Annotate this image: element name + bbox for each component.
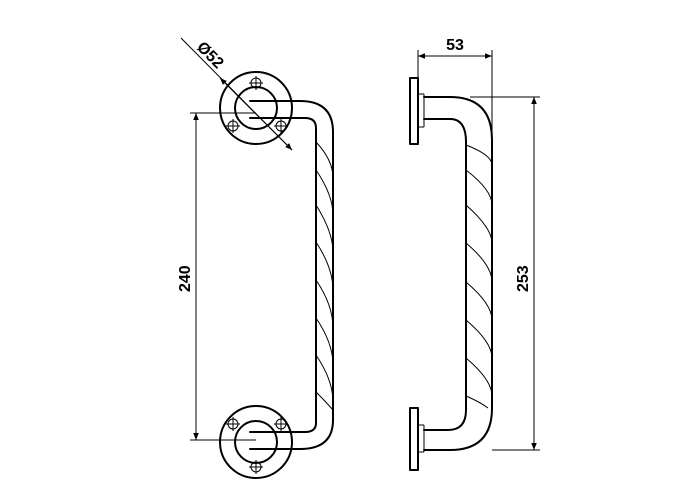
overall-height-label: 253 <box>515 265 532 292</box>
projection-dimension: 53 <box>417 37 493 140</box>
diameter-label: Ø52 <box>193 39 226 72</box>
handle-body <box>249 100 334 450</box>
top-flange <box>219 71 293 145</box>
center-distance-label: 240 <box>177 265 194 292</box>
diameter-dimension: Ø52 <box>180 37 293 151</box>
side-handle-body <box>423 96 493 451</box>
front-view: Ø52 240 <box>177 37 334 479</box>
bottom-mounting-plate <box>409 407 425 471</box>
center-distance-dimension: 240 <box>177 112 256 441</box>
top-mounting-plate <box>409 77 425 145</box>
projection-label: 53 <box>446 37 464 54</box>
side-view: 53 253 <box>409 37 540 471</box>
overall-height-dimension: 253 <box>470 96 540 451</box>
bottom-flange <box>219 405 293 479</box>
